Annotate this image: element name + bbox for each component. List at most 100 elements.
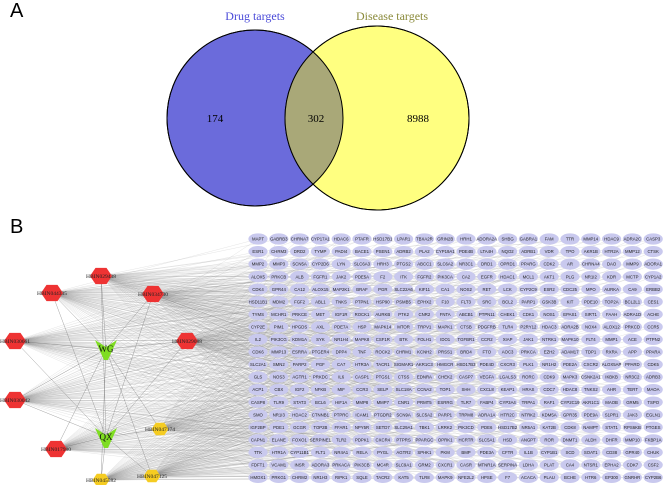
network-edge	[186, 340, 342, 453]
target-label: EPHA2	[605, 463, 620, 468]
target-node: ADRB1	[518, 245, 539, 258]
target-label: FABP4	[480, 400, 494, 405]
target-label: CTSS	[398, 375, 410, 380]
overlap-count: 302	[308, 113, 325, 125]
target-node: PRKCA	[518, 346, 539, 358]
target-label: HDAC8	[563, 387, 578, 392]
target-node: TOP1	[435, 384, 455, 396]
target-node: TLR9	[269, 396, 289, 408]
target-node: MET	[310, 308, 330, 320]
network-edge	[51, 292, 259, 390]
network-edge	[159, 389, 591, 430]
target-label: SCN9A	[396, 412, 410, 417]
target-node: IGF2	[290, 384, 310, 396]
target-label: PDE1	[273, 425, 285, 430]
network-edge	[151, 439, 633, 477]
target-node: PRKCB	[269, 271, 289, 283]
target-node: LTA4H	[477, 245, 497, 258]
target-label: AOC3	[502, 350, 514, 355]
target-label: BCL6	[315, 400, 326, 405]
target-node: EPAS1	[560, 308, 580, 320]
target-node: AHR	[602, 384, 622, 396]
network-edge	[14, 389, 259, 401]
target-label: EDNRA	[417, 375, 432, 380]
network-edge	[51, 292, 259, 440]
network-edge	[14, 340, 321, 453]
target-node: VCAM1	[269, 459, 289, 471]
target-node: AKR1C1	[581, 396, 601, 408]
target-node: NR3C1	[456, 258, 476, 270]
target-node: CDK5	[643, 358, 663, 371]
compound-node: HBIN029088	[172, 332, 202, 350]
target-label: KDM1A	[292, 337, 307, 342]
target-node: PADI4	[331, 245, 351, 258]
target-label: PDPK1	[355, 437, 370, 442]
network-edge	[100, 238, 654, 481]
target-node: ABCB1	[456, 308, 476, 320]
target-node: FAAH	[602, 308, 622, 320]
target-node: CYP3A4	[498, 396, 518, 408]
target-node: PRKCE	[290, 308, 310, 320]
network-edge	[186, 301, 342, 342]
target-label: CDK9	[543, 375, 555, 380]
network-edge	[14, 326, 321, 342]
target-node: KIF11	[414, 283, 434, 295]
target-node: HDAC9	[602, 233, 622, 245]
target-label: TOP1	[440, 387, 452, 392]
network-edge	[159, 314, 487, 430]
target-label: HTR6	[585, 475, 597, 480]
target-node: CYP1B1	[539, 446, 559, 458]
target-label: CXCL8	[480, 387, 494, 392]
network-edge	[14, 340, 321, 466]
compound-node: HBIN030661	[0, 332, 30, 350]
target-node: HTR6	[581, 471, 601, 484]
target-label: PTPN2	[646, 337, 660, 342]
network-edge	[100, 275, 279, 290]
target-node: HMGCR	[435, 358, 455, 371]
compound-label: HBIN034730	[138, 292, 168, 298]
target-node: ADRB3	[643, 371, 663, 383]
network-edge	[55, 414, 612, 450]
target-label: KDM5A	[542, 412, 557, 417]
target-label: SHBG	[502, 237, 515, 242]
network-edge	[151, 351, 321, 477]
target-node: HDAC1	[498, 271, 518, 283]
network-edge	[105, 348, 161, 430]
network-edge	[14, 340, 321, 428]
network-edge	[14, 339, 571, 401]
target-label: RET	[482, 287, 491, 292]
network-edge	[105, 293, 154, 350]
target-node: LDHA	[518, 459, 539, 471]
network-edge	[100, 275, 279, 365]
target-label: AXL	[316, 324, 325, 329]
target-node: PYGL	[373, 446, 393, 458]
target-node: CHRM2	[290, 471, 310, 484]
target-label: NFE2L2	[458, 475, 474, 480]
target-node: MCHR1	[269, 308, 289, 320]
target-label: ALOX12	[603, 324, 620, 329]
target-node: MAPK3	[560, 371, 580, 383]
target-node: TACR2	[373, 471, 393, 484]
target-label: ROR	[544, 437, 554, 442]
target-label: AURKA	[604, 287, 619, 292]
target-label: TNKS2	[584, 387, 598, 392]
network-edge	[100, 275, 279, 327]
target-node: CYP2C9	[518, 283, 539, 295]
target-label: CDK5	[647, 362, 659, 367]
target-label: VEGFA	[480, 375, 494, 380]
target-node: JAK1	[518, 333, 539, 345]
network-edge	[51, 292, 107, 350]
target-label: HRH3	[377, 262, 389, 267]
target-node: RAF1	[539, 396, 559, 408]
target-label: EZH2	[544, 350, 556, 355]
target-node: ROR	[539, 434, 559, 446]
target-label: PIK3CB	[354, 463, 369, 468]
target-label: MMP14	[583, 237, 598, 242]
target-label: FLT4	[586, 337, 596, 342]
network-edge	[152, 293, 508, 327]
target-label: STAT1	[605, 425, 618, 430]
target-node: NQO2	[498, 245, 518, 258]
network-edge	[14, 376, 259, 401]
network-edge	[100, 275, 279, 315]
network-edge	[186, 301, 550, 342]
